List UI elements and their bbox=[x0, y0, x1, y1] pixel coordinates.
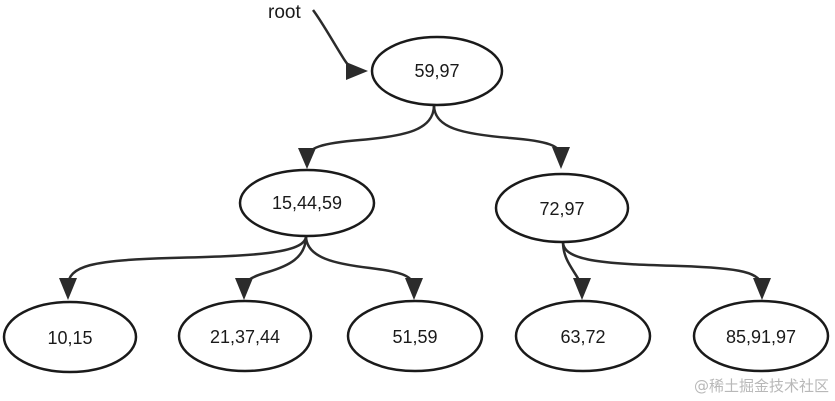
node-keys-label: 15,44,59 bbox=[272, 193, 342, 213]
node-shape bbox=[514, 299, 652, 373]
node-shape bbox=[370, 35, 504, 107]
root-pointer-edge bbox=[311, 9, 357, 73]
edge-n2-n4 bbox=[59, 235, 308, 300]
edge-n2-n6 bbox=[304, 235, 423, 300]
watermark-text: @稀土掘金技术社区 bbox=[694, 377, 829, 395]
tree-node-n8: 85,91,97 bbox=[692, 299, 830, 373]
node-shape bbox=[177, 299, 313, 373]
tree-node-n1: 59,97 bbox=[370, 35, 504, 107]
root-pointer-label: root bbox=[268, 2, 301, 23]
tree-node-n2: 15,44,59 bbox=[238, 168, 376, 238]
node-shape bbox=[238, 168, 376, 238]
node-shape bbox=[692, 299, 830, 373]
tree-node-n4: 10,15 bbox=[2, 300, 138, 374]
edge-n1-n2 bbox=[298, 104, 436, 169]
node-keys-label: 63,72 bbox=[560, 327, 605, 347]
edge-n3-n8 bbox=[561, 241, 771, 300]
node-keys-label: 72,97 bbox=[539, 199, 584, 219]
node-shape bbox=[494, 172, 630, 244]
node-keys-label: 21,37,44 bbox=[210, 327, 280, 347]
tree-node-n6: 51,59 bbox=[346, 299, 484, 373]
node-keys-label: 85,91,97 bbox=[726, 327, 796, 347]
tree-node-n3: 72,97 bbox=[494, 172, 630, 244]
root-pointer: root bbox=[268, 2, 368, 80]
root-pointer-arrowhead bbox=[346, 62, 368, 80]
edge-n1-n3 bbox=[432, 104, 570, 169]
node-keys-label: 10,15 bbox=[47, 328, 92, 348]
edges bbox=[59, 104, 771, 300]
node-keys-label: 59,97 bbox=[414, 61, 459, 81]
node-keys-label: 51,59 bbox=[392, 327, 437, 347]
edge-n2-n5 bbox=[235, 235, 308, 300]
tree-node-n5: 21,37,44 bbox=[177, 299, 313, 373]
node-shape bbox=[2, 300, 138, 374]
tree-node-n7: 63,72 bbox=[514, 299, 652, 373]
node-shape bbox=[346, 299, 484, 373]
